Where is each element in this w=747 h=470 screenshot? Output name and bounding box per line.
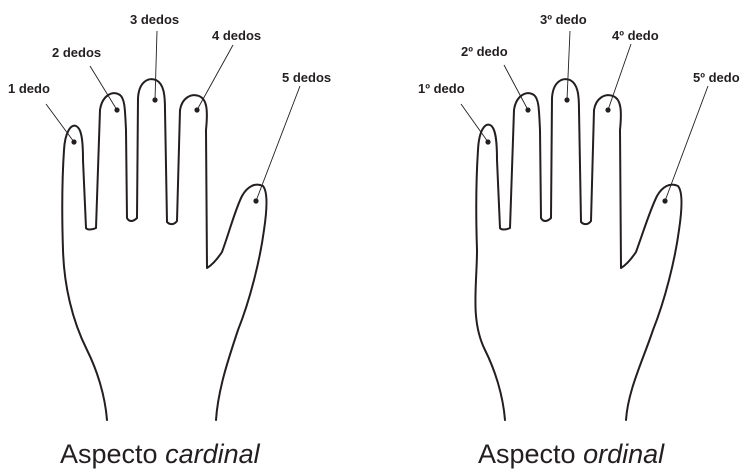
finger-label: 2 dedos <box>52 45 101 60</box>
finger-label: 5º dedo <box>693 70 740 85</box>
finger-callout-ordinal-4: 4º dedo <box>605 28 658 113</box>
finger-dot <box>114 107 119 112</box>
finger-dot <box>525 107 530 112</box>
finger-callout-cardinal-2: 2 dedos <box>52 45 120 113</box>
finger-label: 5 dedos <box>282 70 331 85</box>
finger-callout-ordinal-3: 3º dedo <box>540 12 587 103</box>
finger-label: 4 dedos <box>212 28 261 43</box>
caption-cardinal: Aspecto cardinal <box>60 439 261 469</box>
hand-ordinal: 1º dedo 2º dedo 3º dedo 4º dedo 5º dedo … <box>418 12 740 469</box>
leader-line <box>90 66 117 110</box>
finger-dot <box>253 198 258 203</box>
leader-line <box>197 45 233 110</box>
finger-callout-cardinal-3: 3 dedos <box>130 12 179 103</box>
hand-cardinal-outline <box>62 79 266 420</box>
leader-line <box>461 104 488 142</box>
caption-ordinal: Aspecto ordinal <box>478 439 665 469</box>
finger-dot <box>662 198 667 203</box>
hand-cardinal: 1 dedo 2 dedos 3 dedos 4 dedos 5 dedos A… <box>8 12 331 469</box>
leader-line <box>608 44 631 110</box>
finger-label: 3º dedo <box>540 12 587 27</box>
finger-callout-ordinal-5: 5º dedo <box>662 70 739 204</box>
finger-label: 1º dedo <box>418 81 465 96</box>
caption-emphasis: ordinal <box>583 439 665 469</box>
hand-ordinal-outline <box>475 79 681 420</box>
leader-line <box>256 86 300 201</box>
leader-line <box>567 31 570 100</box>
finger-callout-cardinal-5: 5 dedos <box>253 70 331 204</box>
finger-dot <box>152 97 157 102</box>
caption-prefix: Aspecto <box>478 439 583 469</box>
caption-emphasis: cardinal <box>165 439 261 469</box>
leader-line <box>155 31 157 100</box>
leader-line <box>46 104 74 142</box>
leader-line <box>665 86 708 201</box>
finger-label: 3 dedos <box>130 12 179 27</box>
finger-dot <box>71 139 76 144</box>
finger-label: 2º dedo <box>461 44 508 59</box>
finger-dot <box>485 139 490 144</box>
finger-label: 1 dedo <box>8 81 50 96</box>
finger-dot <box>564 97 569 102</box>
finger-callout-ordinal-2: 2º dedo <box>461 44 531 113</box>
caption-prefix: Aspecto <box>60 439 165 469</box>
finger-dot <box>605 107 610 112</box>
finger-label: 4º dedo <box>612 28 659 43</box>
finger-dot <box>194 107 199 112</box>
